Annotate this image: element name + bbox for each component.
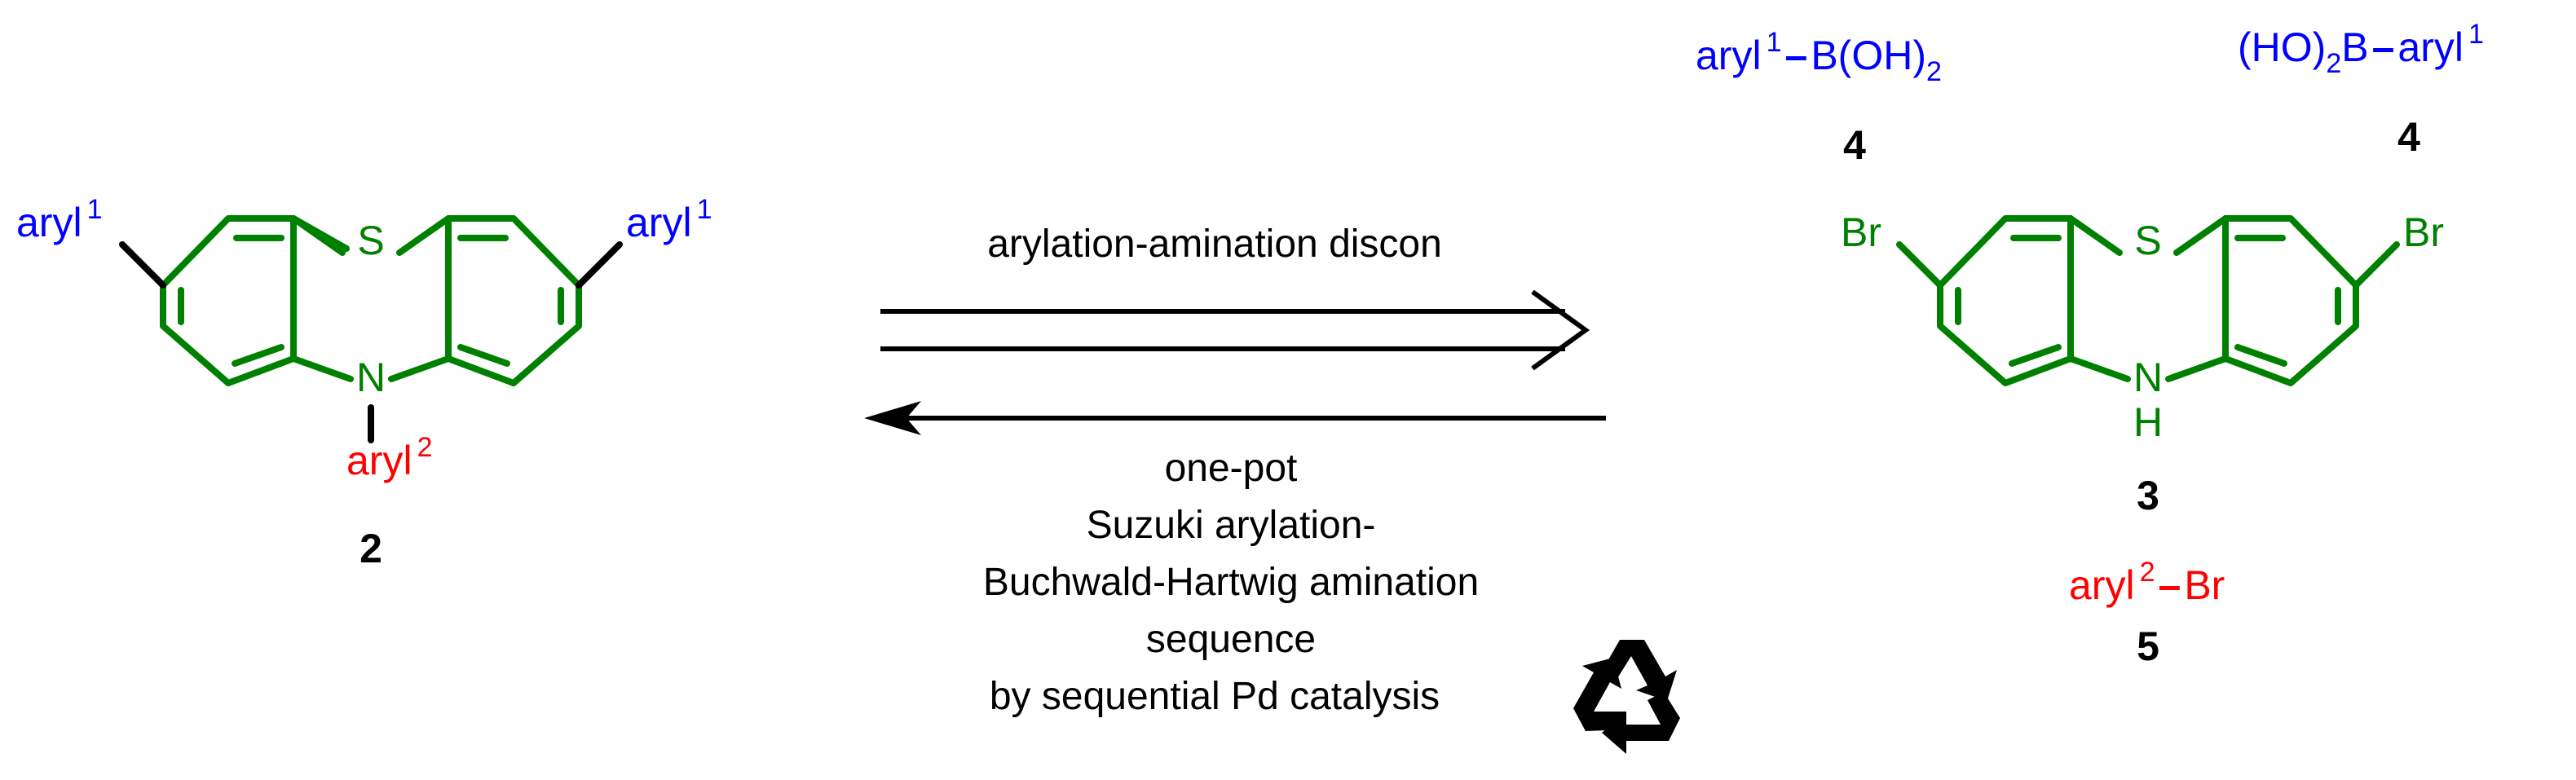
compound-number-5: 5 — [2137, 624, 2159, 669]
right-ring-double-3 — [457, 344, 510, 367]
compound-3-structure: S N H Br Br 3 — [1841, 209, 2444, 518]
aryl1-right-bond — [576, 241, 623, 289]
forward-label-line-4: sequence — [1146, 618, 1316, 661]
nitrogen-atom: N — [356, 355, 386, 400]
sulfur-atom: S — [357, 218, 384, 263]
forward-label-line-3: Buchwald-Hartwig amination — [983, 561, 1479, 604]
compound-number-4-right: 4 — [2397, 114, 2420, 160]
forward-label-line-1: one-pot — [1165, 447, 1298, 490]
br-left-bond — [1896, 241, 1943, 289]
left-ring-double-3 — [232, 344, 285, 367]
br-left-label: Br — [1841, 209, 1881, 255]
core-nitrogen-atom: N — [2133, 355, 2163, 400]
c-n-bond-right — [388, 355, 452, 382]
compound-number-4-left: 4 — [1843, 122, 1866, 168]
forward-label-line-2: Suzuki arylation- — [1087, 504, 1376, 547]
core-sulfur-atom: S — [2134, 218, 2161, 263]
c-n-bond-left — [290, 355, 354, 382]
recycle-icon — [1573, 640, 1680, 754]
c-s-bond-right — [396, 215, 452, 256]
compound-number-3: 3 — [2137, 473, 2159, 518]
right-ring-bonds — [445, 215, 582, 386]
core-c-s-right — [2173, 215, 2229, 256]
forward-arrow: one-pot Suzuki arylation- Buchwald-Hartw… — [864, 401, 1606, 718]
retro-arrow-head — [1531, 289, 1590, 371]
retrosynthetic-arrow: arylation-amination discon — [880, 223, 1590, 371]
core-c-n-right — [2165, 355, 2229, 382]
br-right-bond — [2353, 241, 2400, 289]
core-left-double-3 — [2009, 344, 2062, 367]
aryl1-left-bond — [119, 241, 166, 289]
core-right-ring-bonds — [2222, 215, 2359, 386]
core-right-double-3 — [2234, 344, 2287, 367]
br-right-label: Br — [2403, 209, 2444, 255]
core-c-n-left — [2067, 355, 2131, 382]
core-hydrogen-atom: H — [2133, 399, 2163, 445]
c-s-bond-left — [290, 215, 346, 256]
compound-number-2: 2 — [359, 526, 382, 571]
forward-arrow-head — [864, 401, 921, 435]
forward-label-line-5: by sequential Pd catalysis — [990, 675, 1440, 718]
retro-arrow-label: arylation-amination discon — [987, 223, 1442, 266]
core-c-s-left — [2067, 215, 2123, 256]
